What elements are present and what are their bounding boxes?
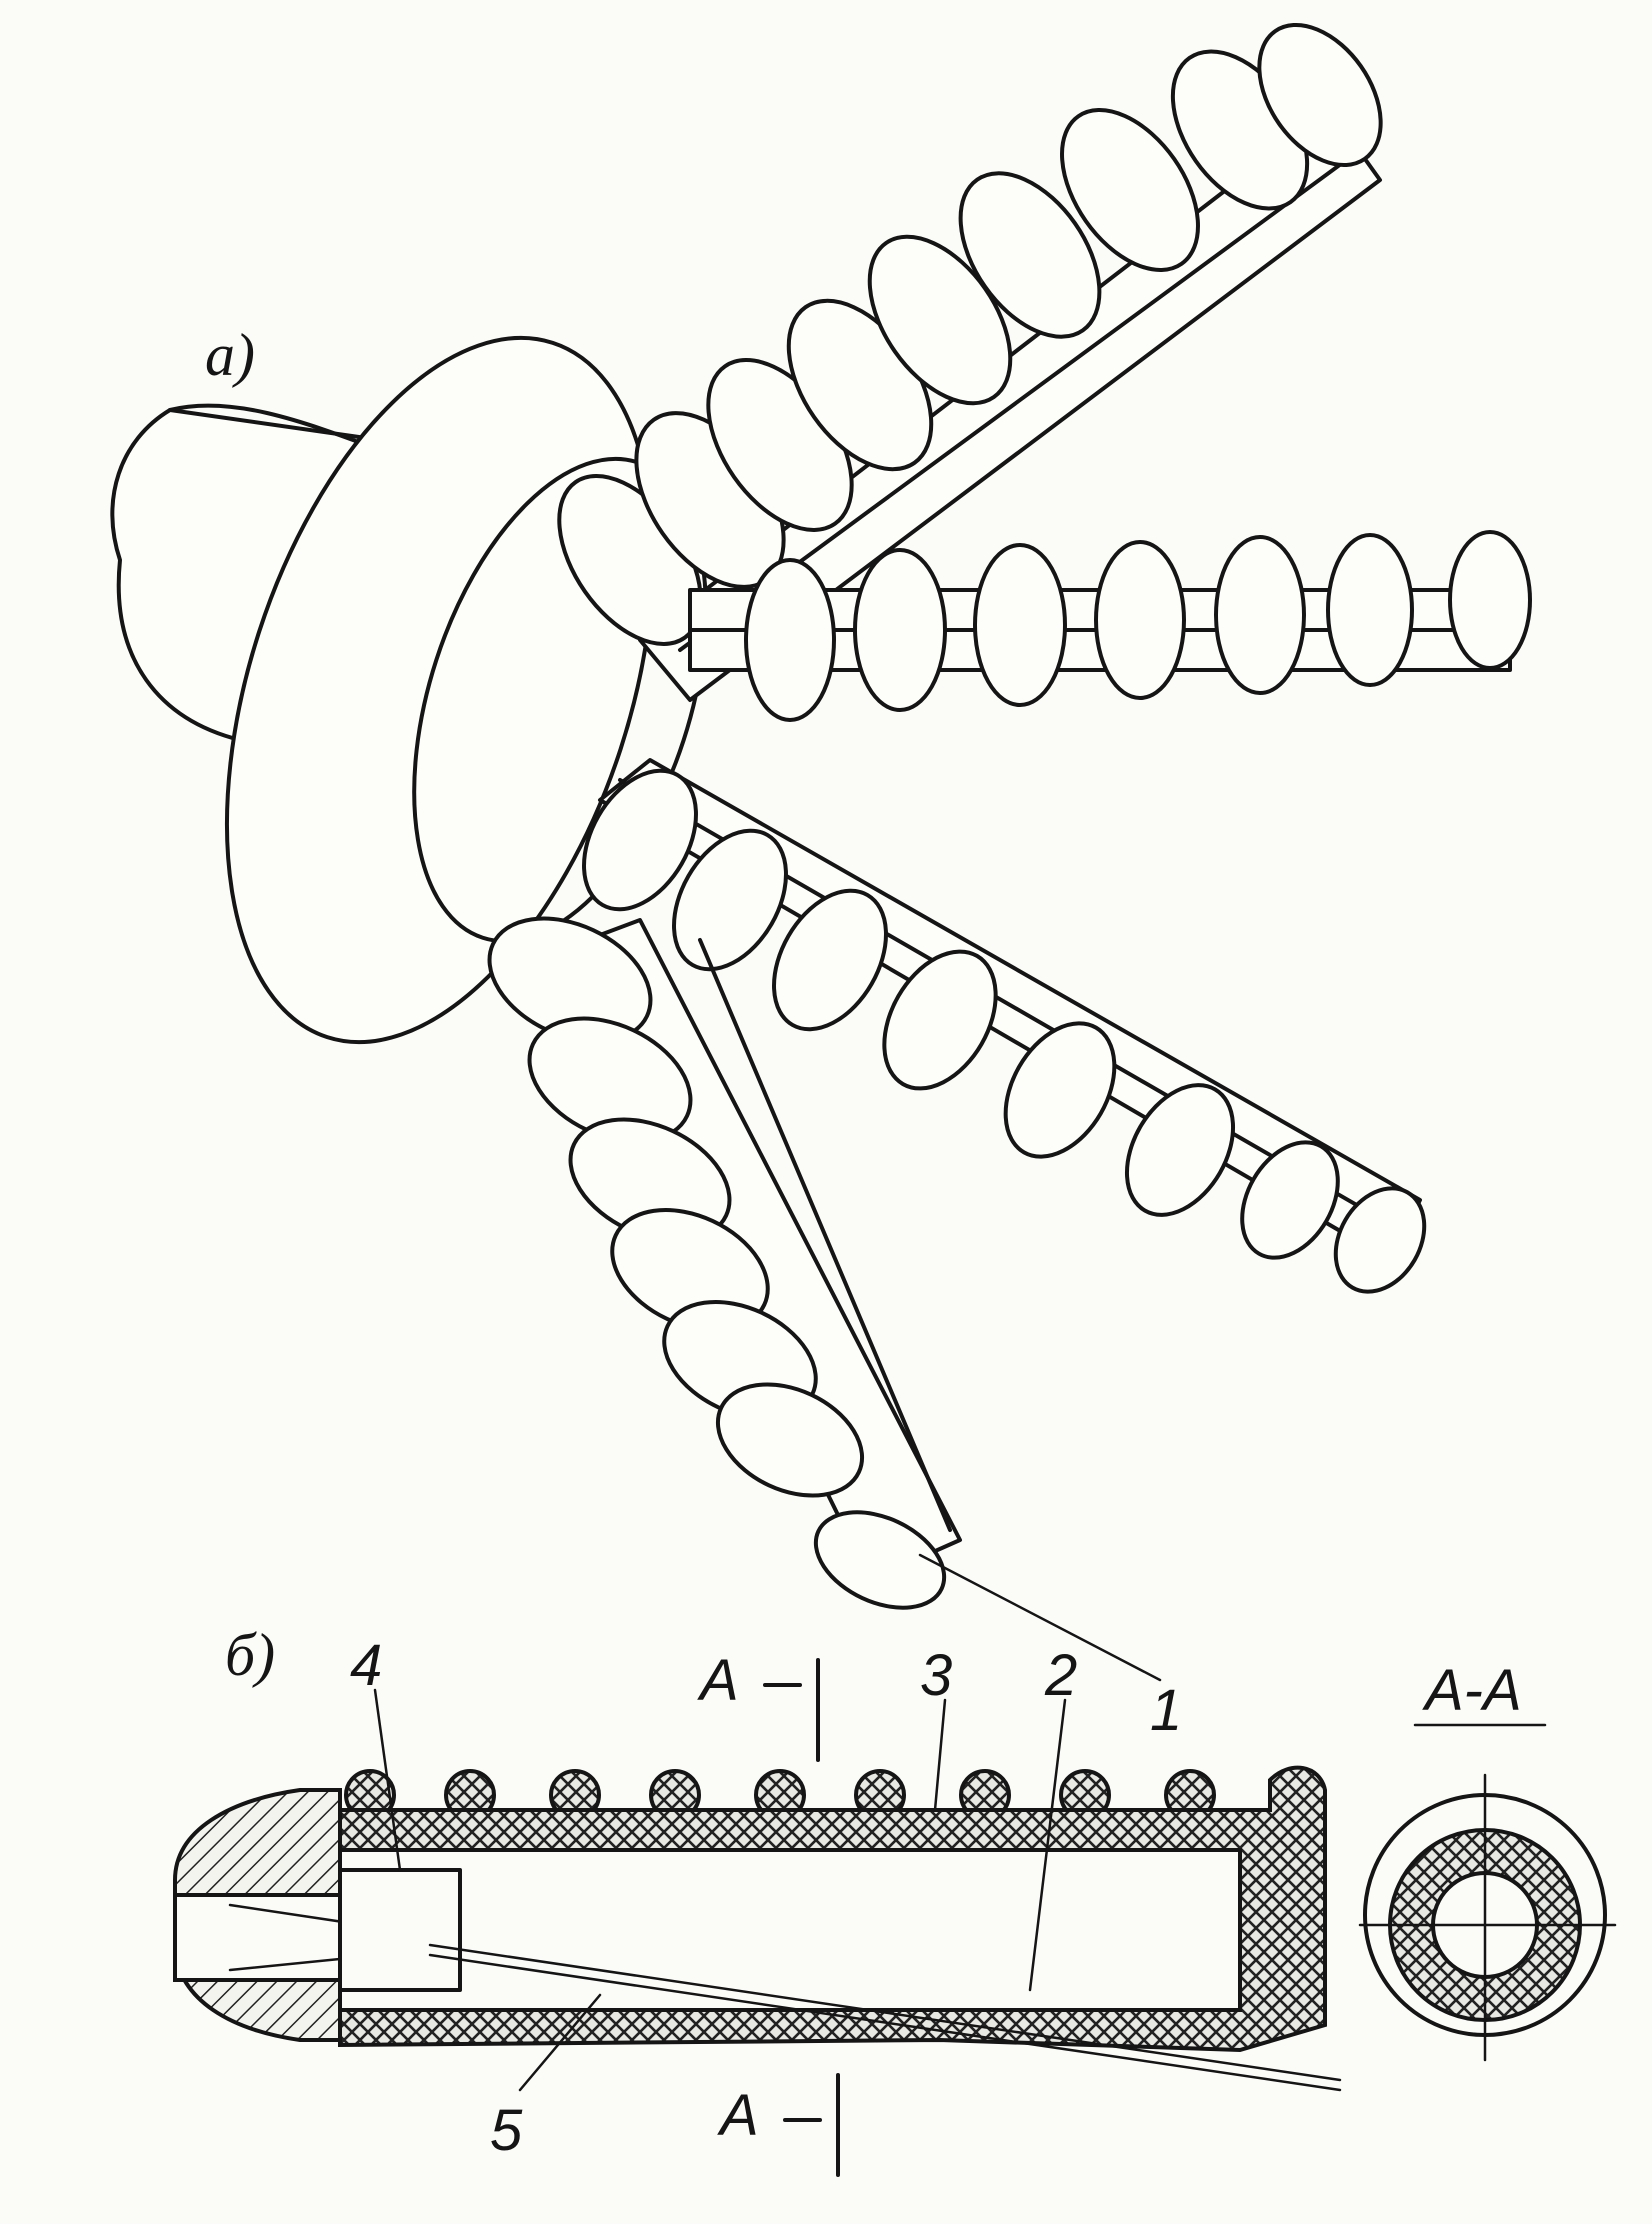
callout-3-label: 3 (920, 1643, 952, 1708)
section-mark-top: A (697, 1648, 820, 1762)
tube-wall (338, 1765, 1327, 2053)
section-mark-bottom: A (717, 2073, 840, 2177)
leader-line-long-2 (428, 1953, 1342, 2092)
view-a-assembly: a) 1 (110, 22, 1532, 1743)
callout-1-label: 1 (1150, 1678, 1182, 1743)
rod-lower (487, 916, 962, 1610)
rod-horizontal (688, 530, 1532, 722)
rod-upper (557, 22, 1383, 702)
leader-line-2 (1028, 1698, 1067, 1992)
leader-line-3 (933, 1698, 947, 1812)
cross-section-a-a: A-A (1358, 1658, 1617, 2062)
section-mark-bottom-letter: A (717, 2083, 759, 2148)
rod-lower-right (582, 758, 1427, 1294)
section-title: A-A (1422, 1658, 1522, 1723)
leader-line-long (428, 1943, 1342, 2082)
section-mark-top-letter: A (697, 1648, 739, 1713)
callout-2-label: 2 (1044, 1643, 1077, 1708)
view-a-label: a) (205, 322, 255, 388)
callout-5-label: 5 (490, 2098, 523, 2163)
leader-line-5 (518, 1993, 602, 2092)
leader-line-4 (373, 1688, 402, 1872)
leader-line-1 (918, 1553, 1162, 1682)
view-b-section: б) (173, 1622, 1617, 2177)
callout-4-label: 4 (350, 1633, 382, 1698)
view-b-label: б) (225, 1622, 275, 1688)
flange-disc (224, 335, 708, 1045)
